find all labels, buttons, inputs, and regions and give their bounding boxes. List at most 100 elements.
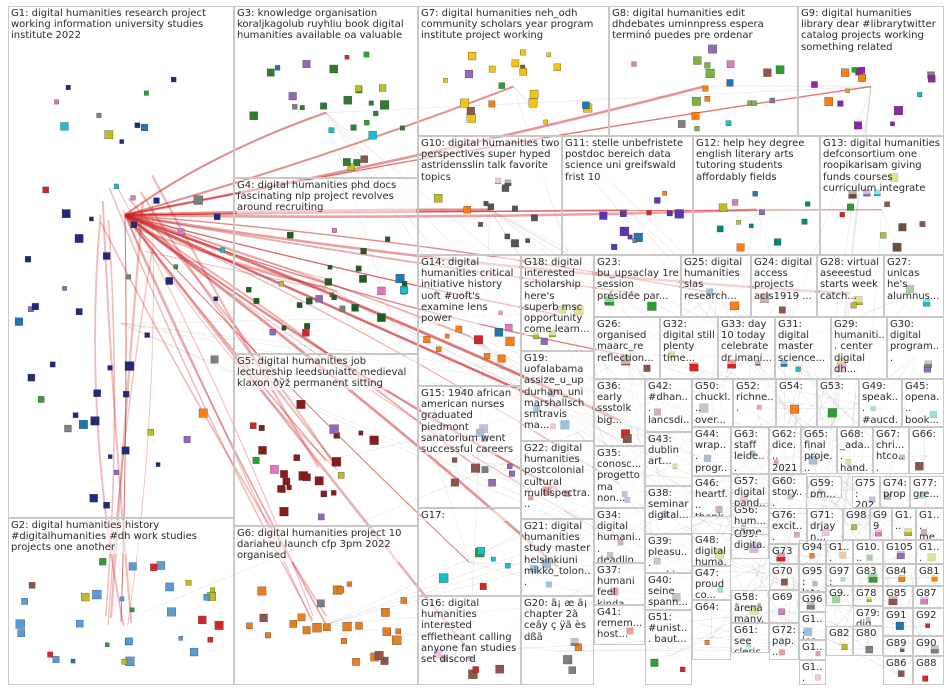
node-g26 bbox=[643, 364, 651, 372]
node-g1 bbox=[124, 361, 135, 371]
node-g7 bbox=[488, 100, 496, 108]
group-label: G63: staff leide... bbox=[734, 429, 767, 473]
group-label: G68: _ada... hand... bbox=[840, 429, 871, 473]
node-g8 bbox=[763, 68, 772, 77]
edge-light bbox=[812, 554, 900, 653]
group-label: G73 bbox=[772, 546, 797, 558]
group-box-g41: G41: remem... host... bbox=[594, 605, 645, 645]
group-label: G82 bbox=[829, 628, 851, 640]
edge-main bbox=[108, 188, 314, 621]
node-g5 bbox=[318, 513, 325, 521]
group-label: G1... frid... bbox=[802, 662, 824, 684]
node-g2 bbox=[92, 589, 102, 600]
group-label: G77: gre... bbox=[913, 478, 942, 501]
group-box-g17: G17: bbox=[418, 508, 521, 596]
node-g5 bbox=[280, 470, 288, 478]
group-label: G78 bbox=[856, 588, 881, 600]
group-label: G92 bbox=[916, 610, 942, 622]
node-g15 bbox=[508, 470, 515, 477]
node-g5 bbox=[303, 473, 311, 482]
node-g1 bbox=[107, 365, 113, 371]
node-g9 bbox=[917, 92, 923, 98]
node-g6 bbox=[342, 622, 352, 632]
node-g4 bbox=[351, 304, 359, 312]
node-g1 bbox=[153, 197, 160, 204]
node-g3 bbox=[373, 110, 379, 116]
group-box-g10: G10: digital humanities two perspectives… bbox=[418, 136, 562, 255]
node-g1 bbox=[130, 221, 138, 228]
node-g8 bbox=[708, 44, 717, 54]
node-g5 bbox=[277, 485, 285, 493]
edge-main bbox=[127, 197, 337, 468]
node-g1 bbox=[31, 303, 39, 311]
node-g6 bbox=[337, 586, 344, 594]
node-g15 bbox=[507, 463, 513, 470]
node-g11 bbox=[632, 238, 637, 243]
group-label: G1... les... bbox=[802, 614, 824, 639]
group-box-g91: G91 bbox=[883, 608, 913, 636]
node-g6 bbox=[346, 581, 352, 587]
node-g14 bbox=[494, 328, 504, 337]
edge-main bbox=[124, 85, 514, 216]
group-label: G74: prop... bbox=[883, 478, 908, 507]
group-box-g29: G29: humaniti... center digital dh... bbox=[831, 317, 887, 379]
node-g3 bbox=[344, 54, 350, 60]
group-box-g59: G59: pm... bbox=[807, 476, 842, 498]
node-g13 bbox=[880, 232, 887, 239]
group-box-g30: G30: digital program... bbox=[887, 317, 944, 379]
group-label: G9: digital humanities library dear #lib… bbox=[801, 8, 942, 53]
node-g10 bbox=[531, 214, 538, 222]
node-g17 bbox=[476, 547, 485, 555]
group-label: G87 bbox=[916, 588, 942, 600]
group-label: G11: stelle unbefristete postdoc bereich… bbox=[565, 138, 691, 183]
group-box-g93: G9... bbox=[826, 586, 853, 606]
node-g4 bbox=[281, 325, 287, 331]
group-label: G65: final proje... bbox=[804, 429, 835, 473]
group-label: G5: digital humanities job lectureship l… bbox=[237, 356, 416, 390]
group-label: G8: digital humanities edit dhdebates um… bbox=[612, 8, 796, 42]
node-g9 bbox=[854, 121, 862, 130]
node-g2 bbox=[189, 647, 199, 657]
node-g1 bbox=[74, 234, 84, 243]
node-g9 bbox=[858, 74, 866, 82]
node-g11 bbox=[620, 210, 627, 217]
node-g1 bbox=[27, 373, 36, 382]
node-g3 bbox=[329, 64, 338, 74]
node-g15 bbox=[471, 463, 481, 473]
node-g20 bbox=[568, 666, 576, 674]
group-label: G6: digital humanities project 10 dariah… bbox=[237, 528, 416, 562]
group-label: G15: 1940 african american nurses gradua… bbox=[421, 388, 519, 456]
node-g1 bbox=[89, 216, 94, 222]
group-label: G38: seminar digital... bbox=[648, 488, 690, 522]
node-g1 bbox=[64, 424, 72, 433]
group-box-g68: G68: _ada... hand... bbox=[837, 427, 873, 474]
node-g7 bbox=[529, 89, 539, 99]
group-box-g105: G105 bbox=[883, 540, 916, 564]
node-g7 bbox=[546, 52, 551, 58]
edge-main bbox=[124, 209, 883, 216]
edge-light bbox=[489, 209, 881, 410]
group-box-g5: G5: digital humanities job lectureship l… bbox=[234, 354, 418, 526]
node-g9 bbox=[928, 75, 936, 83]
node-g5 bbox=[258, 447, 264, 453]
group-label: G33: day 10 today celebrate dr imani... bbox=[721, 319, 773, 364]
node-g31 bbox=[795, 366, 801, 372]
group-box-g79: G79: dig... bbox=[853, 606, 883, 626]
node-g1 bbox=[72, 412, 79, 418]
node-g9 bbox=[824, 97, 834, 106]
group-label: G70 bbox=[772, 566, 797, 578]
node-g12 bbox=[805, 201, 811, 207]
node-g64 bbox=[704, 640, 710, 645]
node-g8 bbox=[705, 69, 715, 78]
group-box-g70: G70 bbox=[769, 564, 799, 590]
group-label: G30: digital program... bbox=[890, 319, 942, 364]
group-label: G1... bbox=[919, 542, 942, 563]
node-g9 bbox=[890, 121, 895, 127]
node-g14 bbox=[444, 333, 450, 339]
node-g1 bbox=[134, 122, 141, 128]
group-box-g44: G44: wrap... progr... bbox=[692, 427, 731, 476]
node-g7 bbox=[467, 51, 477, 61]
node-g10 bbox=[511, 239, 519, 248]
node-g11 bbox=[674, 209, 684, 219]
